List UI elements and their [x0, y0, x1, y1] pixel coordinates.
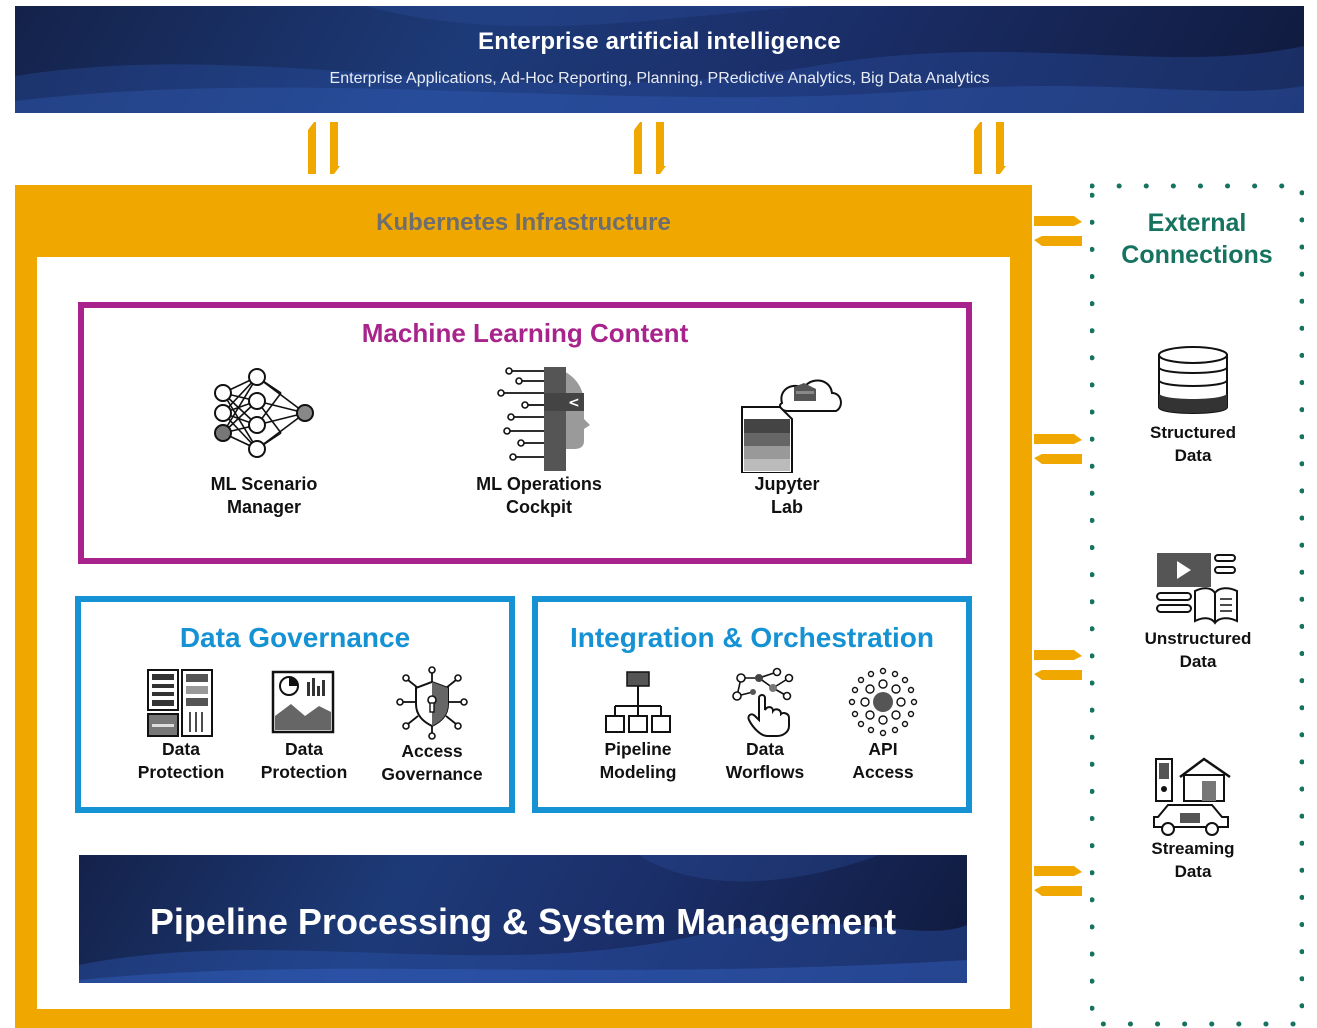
bidirectional-side-arrow-icon [1034, 866, 1082, 896]
jupyter-lab-label-2: Lab [770, 497, 803, 517]
data-governance-title: Data Governance [179, 622, 411, 653]
streaming-data-label-2: Data [1174, 862, 1212, 881]
kubernetes-content-area: Machine Learning Content [37, 257, 1010, 1009]
jupyter-lab-label-1: Jupyter [754, 474, 820, 494]
pipeline-processing-banner: Pipeline Processing & System Management [79, 855, 967, 983]
streaming-data-label-1: Streaming [1151, 839, 1235, 858]
cloud-document-icon [741, 379, 842, 473]
kubernetes-infrastructure-frame: Kubernetes Infrastructure Machine Learni… [15, 185, 1032, 1028]
api-access-item: API Access [828, 666, 938, 784]
hierarchy-icon [605, 671, 671, 733]
neural-network-icon [214, 368, 314, 458]
structured-data-item: Structured Data [1086, 343, 1300, 467]
structured-data-label-2: Data [1174, 446, 1212, 465]
kubernetes-title: Kubernetes Infrastructure [376, 209, 671, 236]
unstructured-data-label-2: Data [1179, 652, 1217, 671]
pipeline-modeling-label-2: Modeling [599, 762, 677, 782]
svg-text:<: < [568, 395, 580, 411]
dot-cluster-icon [848, 667, 918, 737]
access-governance-item: Access Governance [372, 664, 492, 786]
ml-scenario-manager: ML Scenario Manager [189, 363, 339, 519]
server-rack-icon [147, 669, 213, 737]
top-banner-subtitle: Enterprise Applications, Ad-Hoc Reportin… [329, 70, 990, 87]
video-book-icon [1156, 553, 1238, 625]
pipeline-processing-title: Pipeline Processing & System Management [149, 901, 897, 942]
top-banner-title: Enterprise artificial intelligence [478, 28, 841, 55]
data-protection-2-label-2: Protection [260, 762, 348, 782]
external-title-line-1: External [1147, 209, 1247, 237]
banner-wave-decoration [15, 6, 1304, 113]
bidirectional-side-arrow-icon [1034, 650, 1082, 680]
data-workflows-label-2: Worflows [725, 762, 805, 782]
external-connections-title: External Connections [1090, 207, 1304, 271]
data-protection-2-label-1: Data [285, 739, 323, 759]
data-protection-1-label-1: Data [162, 739, 200, 759]
ml-scenario-manager-label-1: ML Scenario [210, 474, 318, 494]
bidirectional-side-arrow-icon [1034, 434, 1082, 464]
ml-operations-cockpit: < ML Operations Cockpit [464, 363, 614, 519]
api-access-label-2: Access [852, 762, 914, 782]
pipeline-modeling-item: Pipeline Modeling [583, 668, 693, 784]
data-workflows-item: Data Worflows [710, 666, 820, 784]
bidirectional-arrow-icon [974, 122, 1006, 174]
bidirectional-side-arrow-icon [1034, 216, 1082, 246]
banner-wave-decoration [79, 855, 967, 983]
jupyter-lab: Jupyter Lab [712, 363, 862, 519]
data-governance-panel: Data Governance Data Protection [75, 596, 515, 813]
bidirectional-arrow-icon [308, 122, 340, 174]
unstructured-data-item: Unstructured Data [1091, 549, 1305, 673]
ml-scenario-manager-label-2: Manager [226, 497, 302, 517]
integration-orchestration-panel: Integration & Orchestration Pipeline Mod… [532, 596, 972, 813]
ml-operations-cockpit-label-1: ML Operations [476, 474, 602, 494]
api-access-label-1: API [868, 739, 898, 759]
access-governance-label-1: Access [401, 741, 463, 761]
external-title-line-2: Connections [1121, 241, 1273, 269]
data-protection-item-2: Data Protection [249, 668, 359, 784]
analytics-dashboard-icon [271, 670, 335, 734]
external-connections-panel: External Connections Structured Data Uns… [1090, 183, 1304, 1028]
unstructured-data-label-1: Unstructured [1144, 629, 1252, 648]
database-icon [1158, 346, 1228, 414]
data-protection-item-1: Data Protection [126, 668, 236, 784]
integration-orchestration-title: Integration & Orchestration [569, 622, 935, 653]
ml-content-panel: Machine Learning Content [78, 302, 972, 564]
shield-network-icon [396, 666, 468, 740]
touch-network-icon [732, 667, 794, 737]
top-banner: Enterprise artificial intelligence Enter… [15, 6, 1304, 113]
pipeline-modeling-label-1: Pipeline [604, 739, 672, 759]
access-governance-label-2: Governance [381, 764, 483, 784]
streaming-data-item: Streaming Data [1086, 755, 1300, 883]
ml-operations-cockpit-label-2: Cockpit [505, 497, 572, 517]
ml-content-title: Machine Learning Content [361, 318, 689, 348]
ai-head-icon: < [497, 367, 590, 471]
bidirectional-arrow-icon [634, 122, 666, 174]
house-car-icon [1153, 757, 1231, 836]
data-protection-1-label-2: Protection [137, 762, 225, 782]
data-workflows-label-1: Data [746, 739, 784, 759]
structured-data-label-1: Structured [1150, 423, 1236, 442]
